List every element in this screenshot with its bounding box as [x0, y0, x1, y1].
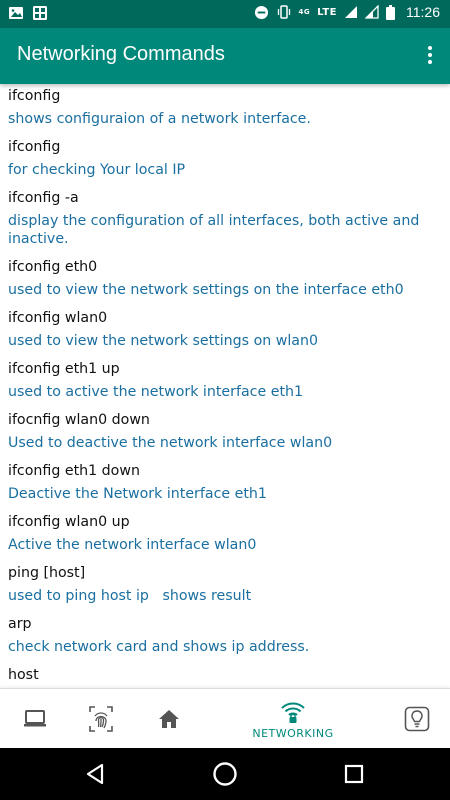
- command-description: Active the network interface wlan0: [8, 537, 257, 553]
- list-item[interactable]: ifconfig eth1 up used to active the netwo…: [0, 357, 450, 408]
- command-description: used to view the network settings on the…: [8, 282, 404, 298]
- command-description: Used to deactive the network interface w…: [8, 435, 333, 451]
- nav-label-networking: NETWORKING: [252, 726, 334, 740]
- command-name: ifconfig -a: [8, 190, 79, 206]
- command-name: ifconfig eth1 down: [8, 463, 140, 479]
- command-description: shows configuraion of a network interfac…: [8, 111, 311, 127]
- list-item[interactable]: ifconfig wlan0 used to view the network s…: [0, 306, 450, 357]
- system-navigation-bar: [0, 748, 450, 800]
- command-description: Deactive the Network interface eth1: [8, 486, 267, 502]
- command-name: ifconfig: [8, 88, 61, 104]
- command-name: arp: [8, 616, 32, 632]
- command-name: ifocnfig wlan0 down: [8, 412, 150, 428]
- app-bar: Networking Commands: [0, 28, 450, 84]
- status-time: 11:26: [406, 4, 440, 20]
- list-item[interactable]: ifconfig shows configuraion of a network …: [0, 84, 450, 135]
- signal-icon: [345, 6, 357, 18]
- command-description: used to view the network settings on wla…: [8, 333, 319, 349]
- nav-item-laptop[interactable]: [4, 689, 66, 749]
- list-item[interactable]: ifconfig for checking Your local IP: [0, 135, 450, 186]
- home-icon: [159, 710, 179, 728]
- status-system-icons: 4G LTE 11:26: [254, 4, 440, 20]
- laptop-icon: [24, 710, 46, 727]
- page-title: Networking Commands: [17, 43, 225, 65]
- command-description: check network card and shows ip address.: [8, 639, 310, 655]
- recents-icon[interactable]: [340, 760, 368, 788]
- network-type: 4G: [299, 8, 311, 16]
- command-name: ifconfig wlan0 up: [8, 514, 130, 530]
- lightbulb-icon: [404, 706, 430, 732]
- command-name: ifconfig: [8, 139, 61, 155]
- command-name: ifconfig wlan0: [8, 310, 108, 326]
- command-name: ping [host]: [8, 565, 86, 581]
- list-item[interactable]: ifconfig wlan0 up Active the network inte…: [0, 510, 450, 561]
- status-notifications: [8, 5, 48, 21]
- command-name: ifconfig eth0: [8, 259, 98, 275]
- image-icon: [9, 7, 23, 19]
- command-list: ifconfig shows configuraion of a network …: [0, 84, 450, 688]
- command-description: for checking Your local IP: [8, 162, 186, 178]
- back-icon[interactable]: [82, 760, 110, 788]
- command-description: used to ping host ip shows result: [8, 588, 252, 604]
- signal-icon-2: [365, 5, 379, 19]
- network-label: LTE: [317, 6, 337, 18]
- nav-item-home[interactable]: [138, 689, 200, 749]
- command-name: host: [8, 667, 39, 683]
- wifi-lock-icon: [281, 702, 305, 723]
- list-item[interactable]: ping [host] used to ping host ip shows re…: [0, 561, 450, 612]
- fingerprint-icon: [89, 706, 113, 732]
- do-not-disturb-icon: [254, 5, 268, 19]
- photos-icon: [33, 6, 47, 20]
- nav-item-fingerprint[interactable]: [70, 689, 132, 749]
- list-item[interactable]: arp check network card and shows ip addre…: [0, 612, 450, 663]
- more-vert-icon[interactable]: [420, 42, 440, 70]
- command-name: ifconfig eth1 up: [8, 361, 120, 377]
- command-list-container[interactable]: ifconfig shows configuraion of a network …: [0, 84, 450, 688]
- home-circle-icon[interactable]: [211, 760, 239, 788]
- list-item[interactable]: hostto display specific server: [0, 663, 450, 688]
- list-item[interactable]: ifconfig -a display the configuration of …: [0, 186, 450, 255]
- network-sub-label: 4G: [298, 8, 311, 16]
- nav-item-ideas[interactable]: [386, 689, 448, 749]
- status-bar: 4G LTE 11:26: [0, 0, 450, 28]
- vibrate-icon: [277, 5, 290, 19]
- list-item[interactable]: ifconfig eth0 used to view the network se…: [0, 255, 450, 306]
- bottom-navigation: NETWORKING: [0, 688, 450, 749]
- command-description: display the configuration of all interfa…: [8, 213, 424, 247]
- battery-icon: [386, 4, 395, 20]
- command-description: used to active the network interface eth…: [8, 384, 304, 400]
- nav-item-networking[interactable]: NETWORKING: [232, 689, 354, 749]
